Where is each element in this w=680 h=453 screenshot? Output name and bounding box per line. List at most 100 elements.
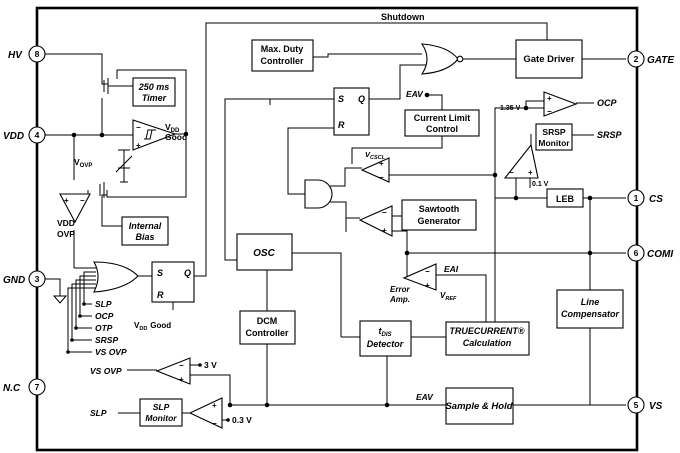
- ocp-plus: +: [547, 94, 552, 103]
- srsp-monitor-block: [535, 123, 573, 151]
- pin-vs[interactable]: 5 VS: [627, 396, 663, 414]
- or-input-srsp: SRSP: [95, 335, 118, 345]
- truecurrent-line1: TRUECURRENT®: [449, 326, 524, 336]
- sawtooth-line1: Sawtooth: [419, 204, 460, 214]
- pin-comi-name: COMI: [647, 249, 673, 260]
- slp-monitor-line2: Monitor: [145, 413, 177, 423]
- pin-nc[interactable]: 7 N.C: [3, 378, 46, 396]
- pin-gnd[interactable]: 3 GND: [3, 270, 46, 288]
- vovp-sub: OVP: [80, 163, 93, 169]
- dcm-controller-block: [239, 310, 296, 345]
- gate-driver-block: [515, 39, 583, 79]
- v03-label: 0.3 V: [232, 415, 252, 425]
- current-limit-control-block: [404, 109, 480, 137]
- osc-block: [236, 233, 293, 271]
- slp-monitor-block: [139, 398, 183, 427]
- uvlo-hysteresis-icon: [144, 129, 156, 140]
- protect-latch-s: S: [157, 268, 163, 278]
- pin-nc-number: 7: [35, 382, 40, 392]
- slp-minus: −: [212, 419, 217, 428]
- vdd-switch-icon: [99, 182, 105, 198]
- pin-hv[interactable]: 8 HV: [8, 45, 46, 63]
- eav-top-label: EAV: [406, 89, 424, 99]
- pin-vs-name: VS: [649, 401, 663, 412]
- slp-out-label: SLP: [90, 408, 107, 418]
- gate-or-bubble: [456, 55, 464, 63]
- sample-hold-label: Sample & Hold: [445, 401, 512, 412]
- error-amp: [402, 263, 437, 291]
- vcscl-v: V: [365, 150, 371, 159]
- leb-block: [546, 188, 584, 208]
- vdd-ovp-comparator: [59, 193, 91, 224]
- sawtooth-generator-block: [401, 199, 477, 231]
- internal-bias-block: [121, 216, 169, 246]
- ocp-minus: −: [547, 107, 552, 116]
- pin-gate[interactable]: 2 GATE: [627, 50, 674, 68]
- pin-hv-name: HV: [8, 50, 23, 61]
- sawtooth-line2: Generator: [417, 216, 461, 226]
- vovp-v: V: [74, 157, 80, 167]
- tdis-t: t: [378, 326, 382, 336]
- v01-label: 0.1 V: [532, 181, 549, 188]
- pin-vs-number: 5: [634, 400, 639, 410]
- max-duty-line1: Max. Duty: [261, 44, 304, 54]
- main-latch-q: Q: [358, 94, 365, 104]
- uvlo-comparator: [132, 119, 177, 151]
- vdd-good-v: V: [165, 122, 171, 132]
- eav-bottom-label: EAV: [416, 392, 434, 402]
- sample-hold-block: [445, 387, 514, 425]
- ea-minus: −: [425, 267, 430, 276]
- adjustable-reference-icon: [115, 149, 133, 183]
- or-input-slp: SLP: [95, 299, 112, 309]
- uvlo-plus: +: [136, 141, 141, 150]
- line-comp-line2: Compensator: [561, 309, 620, 319]
- vcscl-sub: CSCL: [370, 155, 386, 161]
- pin-cs[interactable]: 1 CS: [627, 189, 663, 207]
- or-input-vsovp: VS OVP: [95, 347, 127, 357]
- srsp-monitor-line1: SRSP: [542, 127, 565, 137]
- eai-label: EAI: [444, 264, 459, 274]
- truecurrent-calculation-block: [445, 321, 530, 356]
- pin-vdd-name: VDD: [3, 131, 24, 142]
- pin-cs-number: 1: [634, 193, 639, 203]
- tdis-sub: DIS: [381, 332, 391, 338]
- dcm-line2: Controller: [245, 328, 288, 338]
- pin-gate-name: GATE: [647, 55, 674, 66]
- wires: [45, 22, 626, 414]
- slp-monitor-line1: SLP: [153, 402, 170, 412]
- dcm-line1: DCM: [257, 316, 278, 326]
- vsovp-minus: −: [179, 361, 184, 370]
- timer-line1: 250 ms: [138, 82, 170, 92]
- srsp-monitor-line2: Monitor: [538, 138, 570, 148]
- protect-sr-latch: [151, 261, 195, 303]
- slp-plus: +: [212, 401, 217, 410]
- or-input-ocp: OCP: [95, 311, 114, 321]
- srsp-comp-plus: +: [528, 168, 533, 177]
- protect-latch-r: R: [157, 290, 164, 300]
- vcscl-comparator: [360, 157, 390, 183]
- vcscl-label: VCSCL: [365, 150, 386, 161]
- max-duty-line2: Controller: [260, 56, 303, 66]
- v3-label: 3 V: [204, 360, 217, 370]
- tdis-line1: tDIS: [378, 326, 391, 338]
- main-sr-latch: [333, 87, 370, 136]
- ocp-out-label: OCP: [597, 98, 618, 108]
- max-duty-controller-block: [251, 39, 314, 72]
- slp-comparator: [188, 397, 223, 429]
- vdd-good2-v: V: [134, 321, 140, 330]
- tdis-detector-block: [359, 320, 412, 357]
- current-limit-line1: Current Limit: [414, 113, 471, 123]
- pin-comi[interactable]: 6 COMI: [627, 244, 673, 262]
- pin-hv-number: 8: [35, 49, 40, 59]
- vdd-good-sub: DD: [171, 128, 180, 134]
- main-latch-s: S: [338, 94, 344, 104]
- sawtooth-comparator: [358, 205, 393, 237]
- vs-ovp-out-label: VS OVP: [90, 366, 122, 376]
- pin-vdd-number: 4: [35, 130, 40, 140]
- pin-gnd-name: GND: [3, 275, 25, 286]
- timer-line2: Timer: [142, 93, 167, 103]
- pin-vdd[interactable]: 4 VDD: [3, 126, 46, 144]
- gate-driver-label: Gate Driver: [523, 54, 575, 65]
- vdd-ovp-plus: +: [64, 196, 69, 205]
